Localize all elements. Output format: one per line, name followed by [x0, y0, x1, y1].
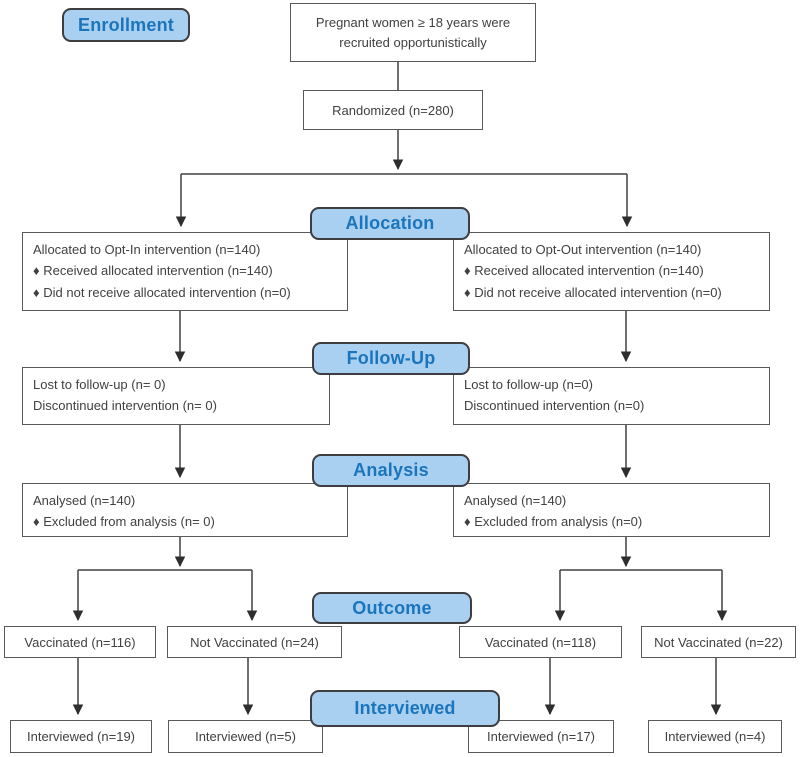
box-analysis-opt-in: Analysed (n=140) ♦ Excluded from analysi…: [22, 483, 348, 537]
stage-label-enrollment: Enrollment: [62, 8, 190, 42]
box-text: Not Vaccinated (n=22): [654, 634, 783, 650]
box-vaccinated-opt-out: Vaccinated (n=118): [459, 626, 622, 658]
stage-label-text: Allocation: [345, 213, 435, 233]
box-line: Discontinued intervention (n=0): [464, 398, 645, 414]
box-interviewed-2: Interviewed (n=5): [168, 720, 323, 753]
box-text: Not Vaccinated (n=24): [190, 634, 319, 650]
box-title: Allocated to Opt-In intervention (n=140): [33, 242, 261, 257]
box-text: Vaccinated (n=118): [484, 634, 597, 650]
box-allocated-opt-out: Allocated to Opt-Out intervention (n=140…: [453, 232, 770, 311]
box-randomized: Randomized (n=280): [303, 90, 483, 130]
box-text: Interviewed (n=19): [26, 729, 136, 744]
bullet-line: ♦ Excluded from analysis (n=0): [464, 514, 643, 530]
box-analysis-opt-out: Analysed (n=140) ♦ Excluded from analysi…: [453, 483, 770, 537]
box-line: Lost to follow-up (n= 0): [33, 377, 166, 392]
stage-label-text: Follow-Up: [346, 348, 436, 368]
box-text: Interviewed (n=5): [195, 729, 296, 744]
stage-label-interviewed: Interviewed: [310, 690, 500, 727]
box-vaccinated-opt-in: Vaccinated (n=116): [4, 626, 156, 658]
stage-label-outcome: Outcome: [312, 592, 472, 624]
bullet-line: ♦ Did not receive allocated intervention…: [33, 284, 291, 300]
box-not-vaccinated-opt-in: Not Vaccinated (n=24): [167, 626, 342, 658]
box-allocated-opt-in: Allocated to Opt-In intervention (n=140)…: [22, 232, 348, 311]
box-title: Analysed (n=140): [33, 493, 136, 508]
stage-label-text: Interviewed: [354, 698, 456, 718]
stage-label-analysis: Analysis: [312, 454, 470, 487]
box-interviewed-4: Interviewed (n=4): [648, 720, 782, 753]
stage-label-text: Outcome: [352, 597, 432, 618]
box-randomized-text: Randomized (n=280): [332, 102, 454, 118]
box-followup-opt-in: Lost to follow-up (n= 0) Discontinued in…: [22, 367, 330, 425]
box-interviewed-1: Interviewed (n=19): [10, 720, 152, 753]
bullet-line: ♦ Received allocated intervention (n=140…: [464, 263, 704, 279]
stage-label-followup: Follow-Up: [312, 342, 470, 375]
stage-label-text: Analysis: [353, 460, 429, 480]
box-not-vaccinated-opt-out: Not Vaccinated (n=22): [641, 626, 796, 658]
box-text: Interviewed (n=4): [664, 729, 766, 744]
box-line: Discontinued intervention (n= 0): [33, 398, 217, 414]
box-recruited-text: Pregnant women ≥ 18 years were recruited…: [315, 15, 511, 50]
box-line: Lost to follow-up (n=0): [464, 377, 593, 392]
bullet-line: ♦ Received allocated intervention (n=140…: [33, 263, 273, 279]
stage-label-text: Enrollment: [77, 14, 174, 35]
box-recruited: Pregnant women ≥ 18 years were recruited…: [290, 3, 536, 62]
box-text: Interviewed (n=17): [486, 729, 596, 744]
bullet-line: ♦ Did not receive allocated intervention…: [464, 284, 722, 300]
bullet-line: ♦ Excluded from analysis (n= 0): [33, 514, 215, 530]
stage-label-allocation: Allocation: [310, 207, 470, 240]
box-followup-opt-out: Lost to follow-up (n=0) Discontinued int…: [453, 367, 770, 425]
box-title: Allocated to Opt-Out intervention (n=140…: [464, 242, 702, 257]
box-title: Analysed (n=140): [464, 493, 567, 508]
box-text: Vaccinated (n=116): [24, 634, 136, 650]
